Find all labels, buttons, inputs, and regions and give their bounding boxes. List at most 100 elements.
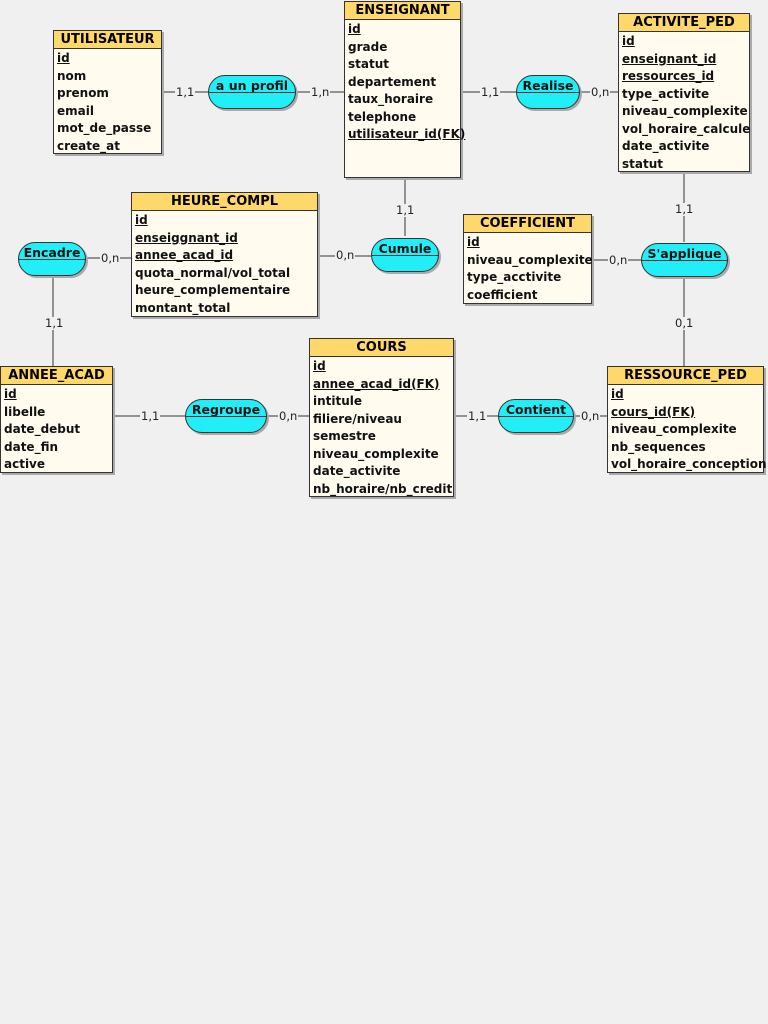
entity-attribute: libelle — [4, 404, 46, 419]
cardinality-heure-encadre: 0,n — [100, 251, 121, 265]
entity-title: ACTIVITE_PED — [619, 14, 749, 32]
relation-cumule[interactable]: Cumule — [371, 238, 439, 272]
relation-regroupe[interactable]: Regroupe — [185, 399, 267, 433]
cardinality-enseignant-realise: 1,1 — [480, 85, 501, 99]
entity-key-attribute: id — [4, 387, 17, 401]
relation-divider — [517, 92, 579, 93]
entity-attribute: create_at — [57, 138, 120, 153]
relation-label: Regroupe — [191, 402, 261, 417]
entity-attribute: montant_total — [135, 300, 231, 315]
cardinality-realise-activite: 0,n — [590, 85, 611, 99]
entity-attribute: nom — [57, 68, 87, 83]
cardinality-activite-sapplique: 1,1 — [674, 202, 695, 216]
entity-title: HEURE_COMPL — [132, 193, 317, 211]
relation-label: Encadre — [23, 245, 81, 260]
entity-attribute: nb_horaire/nb_credit — [313, 481, 453, 496]
entity-ressource-ped[interactable]: RESSOURCE_PED id cours_id(FK) niveau_compl… — [607, 366, 767, 476]
entity-attribute: prenom — [57, 86, 109, 100]
relation-divider — [209, 92, 295, 93]
entity-enseignant[interactable]: ENSEIGNANT id grade statut departement taux_… — [344, 1, 466, 178]
cardinality-sapplique-ressource: 0,1 — [674, 316, 695, 330]
entity-key-attribute: id — [467, 235, 480, 249]
entity-attribute: intitule — [313, 394, 363, 408]
entity-key-attribute: ressources_id — [622, 69, 715, 83]
entity-key-attribute: id — [348, 22, 361, 36]
entity-attribute: date_activite — [622, 139, 710, 153]
entity-attribute: email — [57, 103, 94, 118]
entity-attribute: niveau_complexite — [611, 422, 737, 436]
entity-attribute: heure_complementaire — [135, 283, 291, 297]
entity-attribute: vol_horaire_conception — [611, 457, 767, 471]
relation-a-un-profil[interactable]: a un profil — [208, 75, 296, 109]
entity-key-attribute: enseiggnant_id — [135, 230, 238, 245]
attribute-list: id enseignant_id ressources_id type_activit… — [619, 32, 750, 175]
attribute-list: id annee_acad_id(FK) intitule filiere/nivea… — [310, 357, 453, 500]
entity-attribute: mot_de_passe — [57, 121, 152, 135]
entity-title: UTILISATEUR — [54, 31, 161, 49]
relation-label: a un profil — [215, 78, 289, 93]
relation-label: Contient — [505, 402, 567, 417]
entity-key-attribute: id — [611, 387, 624, 401]
relation-encadre[interactable]: Encadre — [18, 242, 86, 276]
cardinality-annee-regroupe: 1,1 — [140, 409, 161, 423]
relation-divider — [372, 255, 438, 256]
cardinality-encadre-annee: 1,1 — [44, 316, 65, 330]
entity-attribute: niveau_complexite — [622, 104, 748, 118]
cardinality-cours-contient: 1,1 — [467, 409, 488, 423]
cardinality-enseignant-cumule: 1,1 — [395, 203, 416, 217]
entity-attribute: type_activite — [622, 86, 710, 101]
entity-attribute: statut — [348, 57, 389, 71]
relation-s-applique[interactable]: S'applique — [641, 243, 728, 277]
entity-attribute: active — [4, 457, 46, 471]
entity-title: COEFFICIENT — [464, 215, 591, 233]
entity-title: COURS — [310, 339, 453, 357]
relation-label: Cumule — [378, 241, 432, 256]
relation-divider — [19, 259, 85, 260]
entity-attribute: type_acctivite — [467, 270, 562, 284]
entity-attribute: semestre — [313, 429, 376, 443]
relation-divider — [186, 416, 266, 417]
entity-title: RESSOURCE_PED — [608, 367, 763, 385]
entity-cours[interactable]: COURS id annee_acad_id(FK) intitule filiere… — [309, 338, 454, 497]
entity-key-attribute: annee_acad_id(FK) — [313, 376, 440, 391]
entity-attribute: departement — [348, 74, 437, 89]
entity-attribute: nb_sequences — [611, 439, 706, 454]
entity-attribute: niveau_complexite — [313, 446, 439, 461]
entity-key-attribute: utilisateur_id(FK) — [348, 127, 466, 141]
entity-key-attribute: cours_id(FK) — [611, 404, 696, 419]
entity-key-attribute: id — [622, 34, 635, 48]
entity-activite-ped[interactable]: ACTIVITE_PED id enseignant_id ressources_i… — [618, 13, 750, 172]
cardinality-coefficient-sapplique: 0,n — [608, 253, 629, 267]
entity-attribute: grade — [348, 39, 388, 54]
relation-divider — [642, 260, 727, 261]
relation-label: Realise — [522, 78, 574, 93]
entity-key-attribute: id — [313, 359, 326, 373]
cardinality-regroupe-cours: 0,n — [278, 409, 299, 423]
entity-attribute: coefficient — [467, 287, 538, 302]
entity-title: ENSEIGNANT — [345, 2, 460, 20]
entity-attribute: telephone — [348, 109, 417, 124]
entity-attribute: quota_normal/vol_total — [135, 265, 291, 280]
cardinality-profil-enseignant: 1,n — [310, 85, 331, 99]
cardinality-contient-ressource: 0,n — [580, 409, 601, 423]
entity-attribute: taux_horaire — [348, 92, 434, 106]
relation-contient[interactable]: Contient — [498, 399, 574, 433]
cardinality-heure-cumule: 0,n — [335, 248, 356, 262]
attribute-list: id cours_id(FK) niveau_complexite nb_sequen… — [608, 385, 767, 476]
entity-key-attribute: annee_acad_id — [135, 248, 234, 262]
relation-divider — [499, 416, 573, 417]
relation-realise[interactable]: Realise — [516, 75, 580, 109]
entity-attribute: date_activite — [313, 464, 401, 478]
entity-key-attribute: enseignant_id — [622, 51, 717, 66]
entity-attribute: filiere/niveau — [313, 411, 402, 426]
entity-title: ANNEE_ACAD — [1, 367, 112, 385]
